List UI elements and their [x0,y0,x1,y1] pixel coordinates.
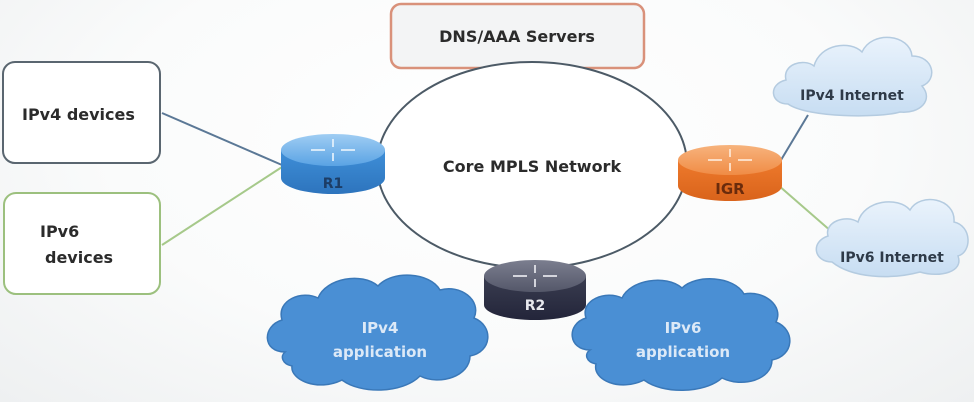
ipv4-application-label-line1: IPv4 [362,319,399,337]
router-igr: IGR [678,145,782,201]
router-r1: R1 [281,134,385,194]
ipv6-devices-node: IPv6 devices [3,192,161,295]
router-arrows-icon [708,149,752,171]
dns-aaa-servers-label: DNS/AAA Servers [439,27,595,46]
ipv6-internet-label: IPv6 Internet [840,250,944,266]
ipv6-devices-label-line2: devices [45,248,113,267]
link-igr-ipv6-internet [777,184,833,233]
dns-aaa-servers-node: DNS/AAA Servers [389,2,646,70]
ipv6-devices-label-line1: IPv6 [40,222,79,241]
ipv6-application-label-line1: IPv6 [665,319,702,337]
core-mpls-network-label: Core MPLS Network [443,157,622,176]
ipv4-application-label-line2: application [333,343,427,361]
ipv6-application-cloud: IPv6 application [571,278,791,391]
router-igr-label: IGR [715,180,745,198]
router-r1-label: R1 [323,176,344,192]
router-r2-label: R2 [525,298,546,314]
ipv4-application-cloud: IPv4 application [266,274,489,391]
router-r2: R2 [484,260,586,320]
router-arrows-icon [513,265,557,287]
link-igr-ipv4-internet [777,114,809,166]
link-ipv4-devices-r1 [161,112,283,166]
ipv6-application-label-line2: application [636,343,730,361]
ipv4-internet-cloud: IPv4 Internet [772,36,933,117]
ipv4-internet-label: IPv4 Internet [800,88,904,104]
ipv6-internet-cloud: IPv6 Internet [815,198,969,278]
link-ipv6-devices-r1 [161,166,283,246]
ipv4-devices-label: IPv4 devices [22,105,135,124]
ipv4-devices-node: IPv4 devices [2,61,161,164]
core-mpls-network-node: Core MPLS Network [376,61,688,269]
router-arrows-icon [311,139,355,161]
